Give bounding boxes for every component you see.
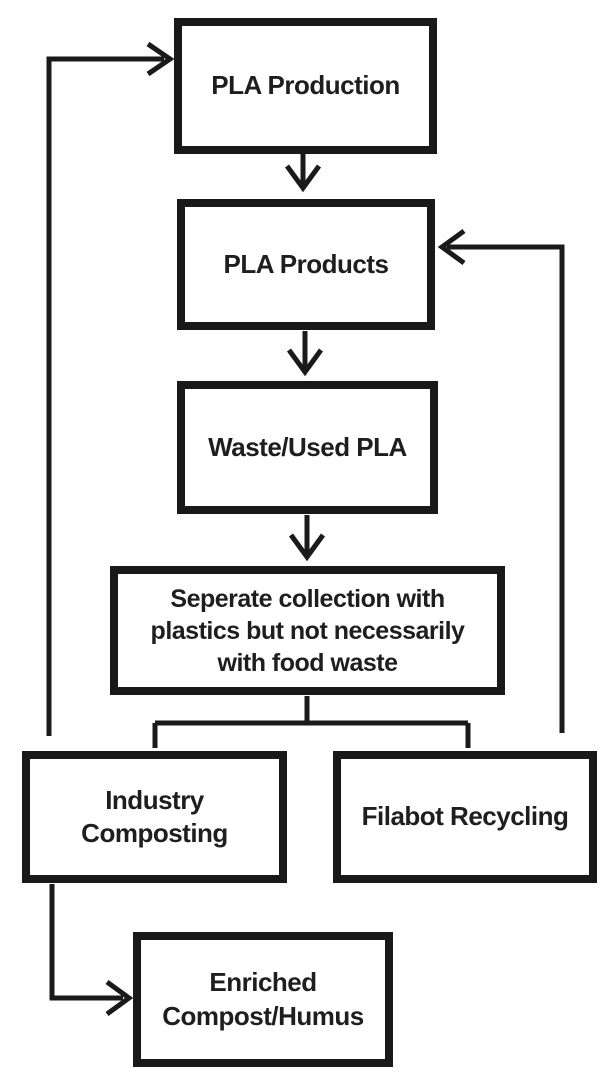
edge-pla-products-to-waste-used-pla xyxy=(286,331,324,377)
node-enriched-compost-humus: Enriched Compost/Humus xyxy=(133,932,393,1067)
arrowhead-down-icon xyxy=(286,348,324,377)
edge-pla-production-to-pla-products xyxy=(284,154,322,193)
node-pla-production: PLA Production xyxy=(174,18,437,154)
node-industry-composting: Industry Composting xyxy=(22,751,287,883)
arrowhead-down-icon xyxy=(288,533,326,562)
edge-separate-collection-split xyxy=(152,696,471,748)
edge-waste-used-pla-to-separate-collection xyxy=(288,515,326,562)
node-pla-products: PLA Products xyxy=(177,199,435,330)
node-industry-composting-label: Industry Composting xyxy=(81,784,228,848)
node-waste-used-pla: Waste/Used PLA xyxy=(177,381,438,514)
edge-industry-composting-to-enriched-compost xyxy=(49,884,134,1017)
node-waste-used-pla-label: Waste/Used PLA xyxy=(208,431,407,462)
arrowhead-left-icon xyxy=(437,228,466,266)
edge-industry-composting-to-pla-production xyxy=(46,41,175,736)
node-filabot-recycling: Filabot Recycling xyxy=(333,751,597,883)
node-pla-production-label: PLA Production xyxy=(211,70,400,101)
node-separate-collection-label: Seperate collection with plastics but no… xyxy=(150,584,465,677)
arrowhead-down-icon xyxy=(284,164,322,193)
edge-filabot-recycling-to-pla-products xyxy=(437,228,565,733)
arrowhead-right-icon xyxy=(105,979,134,1017)
arrowhead-right-icon xyxy=(146,41,175,77)
node-enriched-compost-humus-label: Enriched Compost/Humus xyxy=(162,967,364,1031)
node-separate-collection: Seperate collection with plastics but no… xyxy=(110,566,505,695)
node-filabot-recycling-label: Filabot Recycling xyxy=(361,801,569,832)
node-pla-products-label: PLA Products xyxy=(223,248,389,279)
